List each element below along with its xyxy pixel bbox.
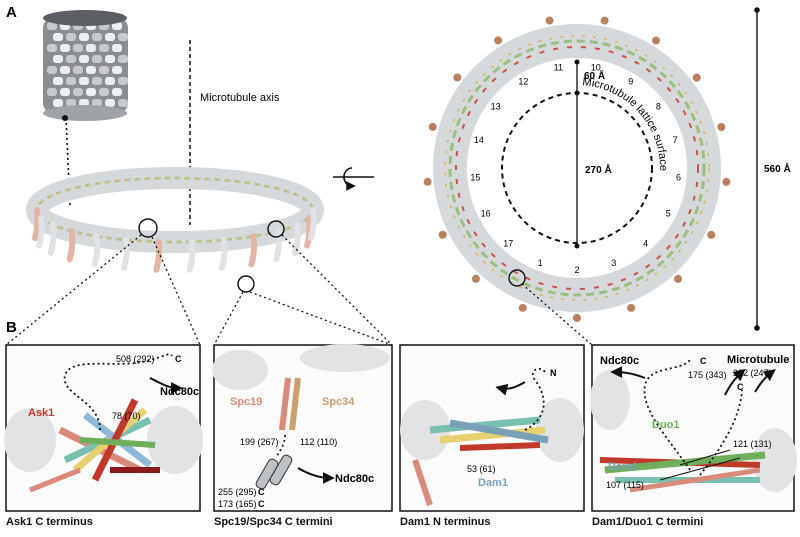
b4-res-175: 175 (343) — [688, 370, 727, 380]
dim-270-label: 270 Å — [585, 163, 612, 176]
ask1-partner-label: Ndc80c — [160, 386, 199, 398]
ask1-circle — [138, 218, 158, 238]
b4-res-232: 232 (247) — [733, 368, 772, 378]
panel-b2-spc — [212, 344, 393, 512]
caption-spc: Spc19/Spc34 C termini — [214, 516, 333, 528]
panel-b1-ask1 — [4, 344, 203, 512]
model-pointer-dot — [62, 115, 68, 121]
ring-number: 8 — [656, 102, 661, 112]
ask1-res-508: 508 (292) — [116, 354, 155, 364]
ring-number: 11 — [554, 63, 563, 73]
b4-dam1-label: Dam1 — [608, 461, 638, 473]
ring-number: 14 — [474, 135, 484, 145]
dash1-ring-side-view — [26, 167, 324, 273]
ring-number: 1 — [538, 258, 543, 268]
ring-number: 3 — [611, 258, 616, 268]
panel-b3-dam1 — [399, 344, 585, 512]
dam1-n-label: N — [550, 368, 557, 378]
spc34-label: Spc34 — [322, 396, 355, 408]
panel-a-letter: A — [6, 4, 17, 21]
ask1-c-label: C — [175, 354, 182, 364]
spc34-res-112: 112 (110) — [300, 437, 337, 447]
ring-number: 13 — [491, 101, 501, 111]
ring-number: 9 — [628, 76, 633, 86]
dam1-res-53: 53 (61) — [467, 464, 496, 474]
microtubule-axis-label: Microtubule axis — [200, 92, 280, 104]
ring-number: 2 — [574, 265, 579, 275]
spc-res-173: 173 (165) — [218, 499, 257, 509]
dim-560-label: 560 Å — [764, 162, 791, 175]
ask1-label: Ask1 — [28, 407, 54, 419]
caption-ask1: Ask1 C terminus — [6, 516, 93, 528]
ring-number: 12 — [518, 76, 528, 86]
spc19-res-199: 199 (267) — [240, 437, 279, 447]
b4-ndc80c-label: Ndc80c — [600, 355, 639, 367]
zoom-line-4 — [521, 283, 593, 346]
b4-microtubule-label: Microtubule — [727, 354, 789, 366]
ring-number: 15 — [470, 172, 480, 182]
microtubule-model — [43, 10, 128, 121]
spc-res-255: 255 (295) — [218, 487, 257, 497]
dam1-label: Dam1 — [478, 477, 508, 489]
panel-b4-dam1-duo1 — [590, 344, 797, 512]
spc-c-label-1: C — [258, 487, 265, 497]
caption-dam1-duo1: Dam1/Duo1 C termini — [592, 516, 704, 528]
panel-b-letter: B — [6, 319, 17, 336]
dash1-ring-top-view — [423, 16, 731, 322]
b4-res-107: 107 (115) — [606, 480, 644, 490]
ring-number: 5 — [666, 209, 671, 219]
caption-dam1: Dam1 N terminus — [400, 516, 491, 528]
spc-c-label-2: C — [258, 499, 265, 509]
ask1-res-78: 78 (70) — [112, 411, 141, 421]
ring-number: 4 — [643, 238, 648, 248]
b4-c-label-1: C — [700, 356, 707, 366]
zoom-line-1a — [5, 234, 142, 346]
duo1-label: Duo1 — [652, 419, 680, 431]
top-view-circle — [508, 269, 526, 287]
dim-60-label: 60 Å — [584, 69, 605, 82]
ring-number: 10 — [591, 63, 601, 73]
spc-circle — [237, 275, 255, 293]
zoom-line-2b — [249, 291, 393, 346]
ring-number: 16 — [481, 208, 491, 218]
spc-partner-label: Ndc80c — [335, 473, 374, 485]
b4-res-121: 121 (131) — [733, 439, 772, 449]
zoom-line-2a — [213, 291, 244, 346]
ring-number: 6 — [676, 172, 681, 182]
ring-number: 7 — [673, 135, 678, 145]
zoom-line-3 — [281, 234, 393, 346]
ring-number: 17 — [503, 238, 513, 248]
b4-c-label-2: C — [737, 382, 744, 392]
rotate-arrow-icon — [333, 167, 374, 191]
dam1-duo1-circle — [267, 220, 285, 238]
spc19-label: Spc19 — [230, 396, 262, 408]
